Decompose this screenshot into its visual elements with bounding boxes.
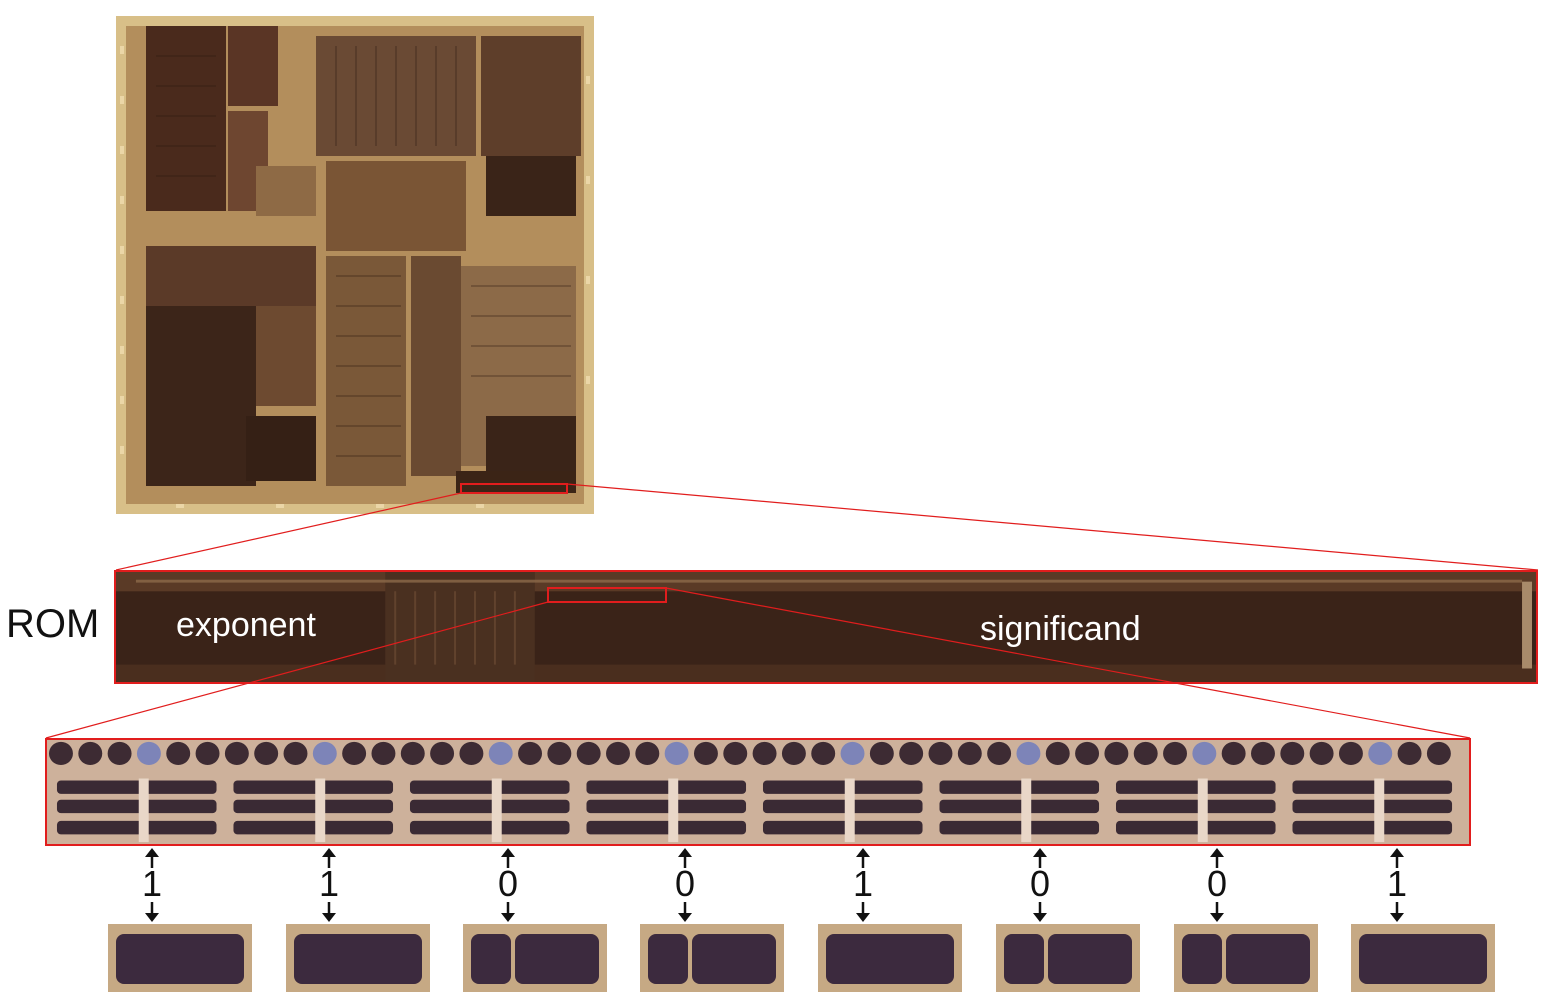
bit-cell-2: [463, 924, 607, 992]
exponent-label: exponent: [176, 606, 316, 644]
rom-strip-image: [116, 572, 1536, 682]
double-arrow-icon: [1033, 848, 1047, 922]
rom-strip: [114, 570, 1538, 684]
bit-cell-image: [108, 924, 252, 992]
bit-cell-image: [463, 924, 607, 992]
bit-digit: 1: [318, 863, 340, 904]
bit-cell-image: [996, 924, 1140, 992]
bit-cell-image: [818, 924, 962, 992]
bit-cell-5: [996, 924, 1140, 992]
rom-label: ROM: [6, 602, 100, 646]
bit-digit: 0: [1206, 863, 1228, 904]
rom-zoom-image: [47, 740, 1469, 844]
bit-cell-image: [286, 924, 430, 992]
double-arrow-icon: [322, 848, 336, 922]
double-arrow-icon: [1210, 848, 1224, 922]
bit-6: 0: [1197, 848, 1237, 922]
bit-cell-7: [1351, 924, 1495, 992]
double-arrow-icon: [1390, 848, 1404, 922]
bit-7: 1: [1377, 848, 1417, 922]
bit-0: 1: [132, 848, 172, 922]
rom-zoom-strip: [45, 738, 1471, 846]
die-photo: [116, 16, 594, 514]
zoom-line-right-1: [566, 483, 1539, 571]
bit-cell-6: [1174, 924, 1318, 992]
bit-cell-3: [640, 924, 784, 992]
bit-digit: 0: [674, 863, 696, 904]
bit-digit: 0: [497, 863, 519, 904]
double-arrow-icon: [856, 848, 870, 922]
bit-cell-image: [1351, 924, 1495, 992]
bit-cell-image: [1174, 924, 1318, 992]
bit-5: 0: [1020, 848, 1060, 922]
die-photo-image: [116, 16, 594, 514]
bit-digit: 0: [1029, 863, 1051, 904]
double-arrow-icon: [501, 848, 515, 922]
bit-cell-1: [286, 924, 430, 992]
bit-cell-image: [640, 924, 784, 992]
bit-3: 0: [665, 848, 705, 922]
double-arrow-icon: [145, 848, 159, 922]
bit-digit: 1: [141, 863, 163, 904]
bit-4: 1: [843, 848, 883, 922]
bit-cell-4: [818, 924, 962, 992]
double-arrow-icon: [678, 848, 692, 922]
bit-cell-0: [108, 924, 252, 992]
bit-2: 0: [488, 848, 528, 922]
bit-digit: 1: [852, 863, 874, 904]
bit-digit: 1: [1386, 863, 1408, 904]
bit-1: 1: [309, 848, 349, 922]
significand-label: significand: [980, 610, 1141, 648]
